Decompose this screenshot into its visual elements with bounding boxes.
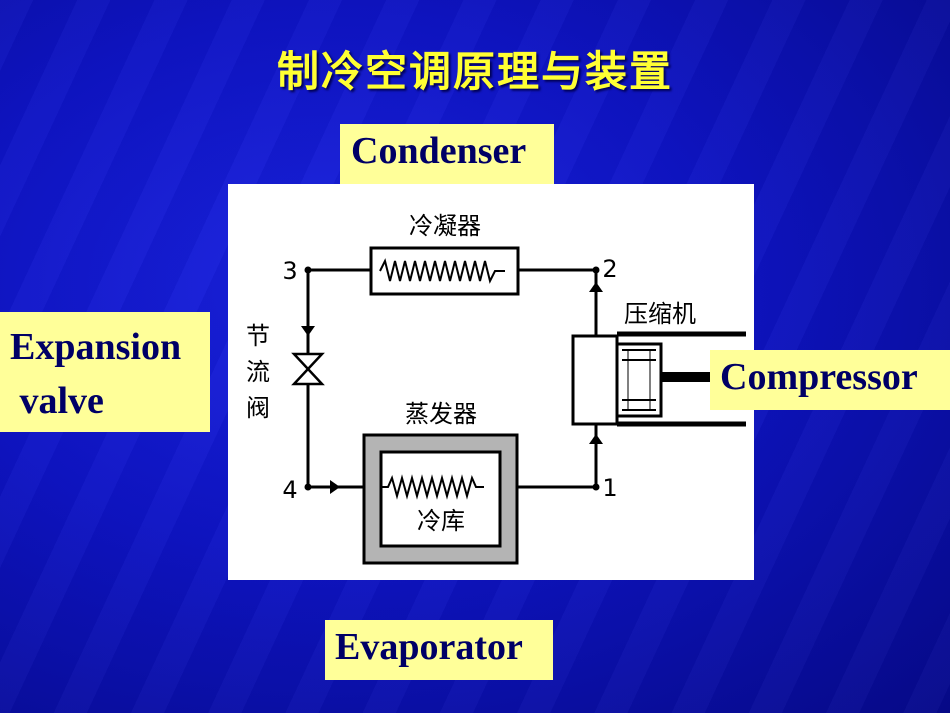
piston <box>615 342 663 418</box>
compressor-cn-label: 压缩机 <box>624 300 696 328</box>
arrow-right-bottom <box>330 480 340 494</box>
compressor-head <box>571 334 619 426</box>
expansion-label-line1: Expansion <box>10 326 182 368</box>
throttle-cn-char-3: 阀 <box>246 394 270 422</box>
point-4-label: 4 <box>282 476 297 504</box>
point-2-label: 2 <box>602 255 617 283</box>
page-title: 制冷空调原理与装置 <box>276 47 673 96</box>
node-4 <box>304 483 312 491</box>
arrow-up-bottom-right <box>589 434 603 444</box>
cycle-svg: 冷凝器 压缩机 蒸发器 冷库 节 流 阀 3 2 4 1 <box>246 212 746 565</box>
expansion-valve-label: Expansion valve <box>0 312 210 432</box>
point-3-label: 3 <box>282 257 297 285</box>
condenser-label: Condenser <box>340 124 554 186</box>
arrow-down-left <box>301 326 315 336</box>
throttle-valve-symbol <box>291 352 325 386</box>
condenser-coil <box>379 258 505 284</box>
expansion-label-line2: valve <box>10 380 104 422</box>
refrigeration-cycle-diagram: 冷凝器 压缩机 蒸发器 冷库 节 流 阀 3 2 4 1 <box>228 184 754 580</box>
compressor-label: Compressor <box>710 350 950 410</box>
evaporator-box <box>379 450 502 548</box>
arrow-up-top-right <box>589 282 603 292</box>
node-3 <box>304 266 312 274</box>
node-2 <box>592 266 600 274</box>
piston-rod <box>661 372 711 382</box>
evaporator-cn-label: 蒸发器 <box>405 400 477 428</box>
node-1 <box>592 483 600 491</box>
condenser-box <box>369 246 520 296</box>
point-1-label: 1 <box>602 474 617 502</box>
cold-storage-cn-label: 冷库 <box>417 507 465 535</box>
condenser-cn-label: 冷凝器 <box>409 212 481 240</box>
evaporator-coil <box>380 474 484 500</box>
throttle-cn-char-2: 流 <box>246 358 270 386</box>
throttle-cn-char-1: 节 <box>246 322 270 350</box>
evaporator-label: Evaporator <box>325 620 553 680</box>
